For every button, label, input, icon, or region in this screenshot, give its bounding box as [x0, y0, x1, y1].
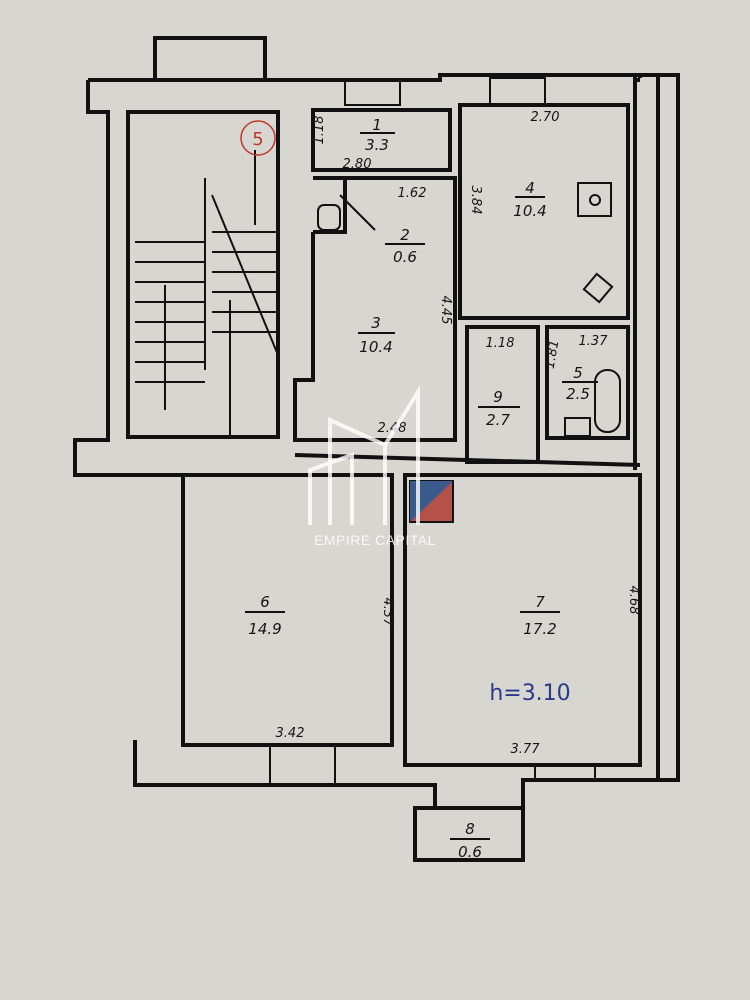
- room-5-area: 2.5: [566, 385, 590, 403]
- room-3-outline: [293, 176, 457, 442]
- stairwell-mark-circle: [240, 120, 276, 156]
- room-1-number: 1: [372, 116, 382, 134]
- room-6-outline: [181, 473, 394, 747]
- room-7-dim: 3.77: [511, 742, 541, 757]
- room-1-dim: 1.18: [312, 116, 327, 145]
- room-7-area: 17.2: [523, 620, 556, 638]
- watermark-logo: [308, 385, 420, 525]
- room-1-outline: [311, 108, 452, 172]
- room-4-number: 4: [525, 179, 535, 197]
- room-2-outline: [313, 176, 347, 234]
- room-4-dim: 2.70: [531, 110, 560, 125]
- watermark-text: EMPIRE CAPITAL: [314, 532, 436, 548]
- room-5-number: 5: [573, 364, 583, 382]
- room-2-dim: 1.62: [398, 186, 427, 201]
- room-6-number: 6: [260, 593, 270, 611]
- room-3-dim: 4.45: [438, 296, 453, 325]
- room-6-dim: 3.42: [276, 726, 305, 741]
- washbasin-icon: [564, 417, 591, 437]
- room-5-dim: 1.37: [579, 334, 609, 349]
- room-9-area: 2.7: [486, 411, 510, 429]
- room-3-area: 10.4: [359, 338, 392, 356]
- room-2-number: 2: [400, 226, 410, 244]
- room-9-number: 9: [493, 388, 503, 406]
- room-1-area: 3.3: [365, 136, 389, 154]
- room-9-dim: 1.18: [486, 336, 515, 351]
- room-5-dim: 1.81: [543, 339, 563, 370]
- room-1-dim: 2.80: [343, 157, 372, 172]
- bathtub-icon: [594, 369, 621, 433]
- room-6-area: 14.9: [248, 620, 281, 638]
- room-8-number: 8: [465, 820, 475, 838]
- stove-icon: [577, 182, 612, 217]
- sink-icon: [582, 272, 614, 304]
- room-4-dim: 3.84: [468, 186, 483, 215]
- ceiling-height: h=3.10: [489, 681, 570, 706]
- walls: [73, 36, 680, 862]
- room-7-outline: [403, 473, 642, 767]
- room-8-area: 0.6: [458, 843, 482, 861]
- room-3-number: 3: [371, 314, 381, 332]
- room-4-area: 10.4: [513, 202, 546, 220]
- room-7-number: 7: [535, 593, 545, 611]
- stairwell-mark: 5: [252, 129, 263, 150]
- room-5-outline: [545, 325, 630, 440]
- room-7-dim: 4.68: [626, 586, 641, 615]
- toilet-icon: [317, 204, 341, 231]
- room-2-area: 0.6: [393, 248, 417, 266]
- room-6-dim: 4.37: [380, 598, 395, 628]
